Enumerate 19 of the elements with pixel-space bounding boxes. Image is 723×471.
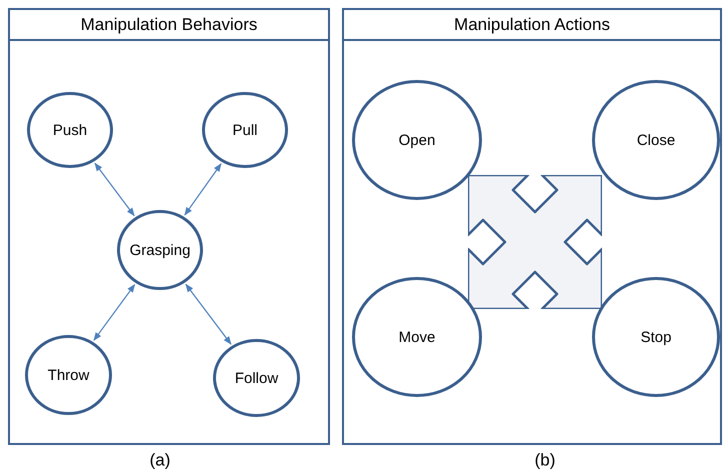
panel-caption: (b) (534, 452, 556, 468)
double-arrow (185, 284, 232, 345)
double-arrow (184, 163, 222, 216)
node-label: Pull (232, 122, 258, 138)
panel-title: Manipulation Actions (454, 16, 610, 33)
node-label: Stop (640, 330, 672, 344)
node-label: Open (398, 132, 436, 148)
panel (8, 8, 330, 445)
double-arrow (94, 162, 135, 216)
node-label: Close (636, 132, 676, 148)
node-label: Throw (48, 368, 90, 382)
node-label: Push (52, 122, 88, 138)
panel (342, 8, 722, 445)
node-label: Grasping (130, 242, 190, 258)
panel-title: Manipulation Behaviors (80, 16, 258, 33)
double-arrow (93, 284, 136, 341)
node-label: Follow (234, 370, 278, 386)
node-label: Move (398, 330, 436, 344)
panel-caption: (a) (150, 452, 170, 468)
